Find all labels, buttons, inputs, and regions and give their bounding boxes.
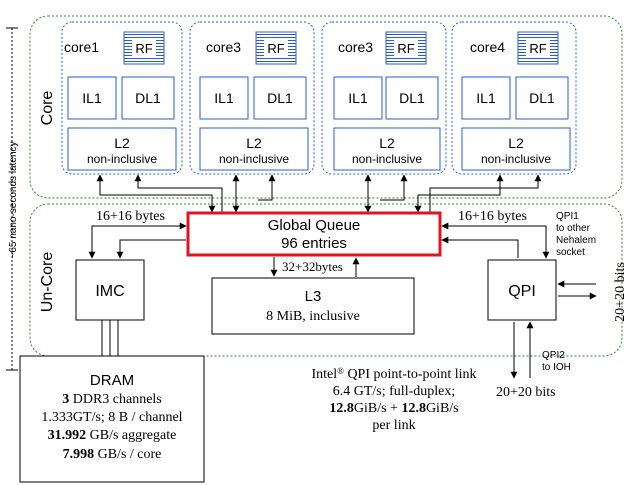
- dl1-cache: [253, 76, 307, 120]
- core-region-label: Core: [39, 91, 56, 126]
- core-tile-1: core1 RF IL1 DL1 L2 non-inclusive: [61, 21, 183, 175]
- bw-right-label: 16+16 bytes: [458, 209, 527, 224]
- bits-bottom-label: 20+20 bits: [496, 385, 556, 400]
- core-name: core4: [470, 39, 505, 55]
- qpi2-links: [510, 321, 534, 379]
- latency-label: ~65 nano-seconds latency: [8, 141, 19, 258]
- dram-line-2: 1.333GT/s; 8 B / channel: [41, 410, 182, 425]
- core-region: [29, 15, 623, 199]
- core-name: core3: [338, 39, 373, 55]
- qpi-note: Intel® QPI point-to-point link 6.4 GT/s;…: [311, 366, 476, 433]
- l2-label: L2: [379, 135, 395, 151]
- core-tile-3: core3 RF IL1 DL1 L2 non-inclusive: [321, 21, 447, 175]
- global-queue-title: Global Queue: [268, 217, 361, 234]
- qpi-note-line-1: Intel® QPI point-to-point link: [311, 366, 476, 382]
- l2-cache: [67, 127, 177, 171]
- dl1-cache: [121, 76, 175, 120]
- dram-line-3: 31.992 GB/s aggregate: [48, 428, 177, 443]
- rf-label: RF: [529, 41, 546, 56]
- svg-text:QPI1: QPI1: [556, 211, 579, 222]
- l2-label: L2: [246, 135, 262, 151]
- l2-cache: [199, 127, 309, 171]
- dram-title: DRAM: [90, 372, 134, 389]
- bw-l3-label: 32+32bytes: [282, 259, 343, 274]
- core-gq-connectors: [96, 174, 542, 213]
- dl1-label: DL1: [399, 90, 425, 106]
- il1-label: IL1: [476, 90, 496, 106]
- uncore-region: [29, 203, 623, 357]
- l2-cache: [461, 127, 571, 171]
- l2-label: L2: [508, 135, 524, 151]
- l2-sub-label: non-inclusive: [87, 152, 157, 166]
- qpi-note-line-4: per link: [372, 418, 415, 433]
- global-queue-entries: 96 entries: [281, 235, 347, 252]
- il1-label: IL1: [82, 90, 102, 106]
- dram-line-4: 7.998 GB/s / core: [63, 447, 162, 462]
- dl1-cache: [515, 76, 569, 120]
- global-queue: [186, 211, 442, 257]
- il1-cache: [333, 76, 383, 120]
- gq-qpi-connector: [441, 222, 550, 259]
- qpi1-links: [557, 280, 597, 300]
- qpi2-label: QPI2 to IOH: [542, 350, 571, 373]
- gq-imc-connector: [88, 222, 187, 259]
- il1-label: IL1: [214, 90, 234, 106]
- il1-cache: [199, 76, 249, 120]
- rf-label: RF: [135, 41, 152, 56]
- il1-label: IL1: [348, 90, 368, 106]
- qpi-note-line-3: 12.8GiB/s + 12.8GiB/s: [329, 401, 458, 416]
- l2-cache: [333, 127, 441, 171]
- core-name: core3: [206, 39, 241, 55]
- l3-cache: [211, 277, 415, 335]
- imc-label: IMC: [95, 283, 124, 300]
- qpi-note-line-2: 6.4 GT/s; full-duplex;: [333, 384, 456, 399]
- l2-sub-label: non-inclusive: [352, 152, 422, 166]
- svg-text:Nehalem: Nehalem: [556, 235, 596, 246]
- svg-text:to other: to other: [556, 223, 591, 234]
- uncore-region-label: Un-Core: [39, 252, 56, 313]
- qpi-block: [487, 259, 557, 321]
- l2-sub-label: non-inclusive: [481, 152, 551, 166]
- core-tile-4: core4 RF IL1 DL1 L2 non-inclusive: [451, 21, 577, 175]
- dl1-cache: [385, 76, 439, 120]
- dram-line-1: 3 DDR3 channels: [62, 392, 162, 407]
- dl1-label: DL1: [529, 90, 555, 106]
- dram-block: [19, 355, 205, 483]
- l3-title: L3: [305, 288, 322, 305]
- latency-indicator: ~65 nano-seconds latency: [6, 27, 19, 371]
- l2-sub-label: non-inclusive: [219, 152, 289, 166]
- rf-label: RF: [267, 41, 284, 56]
- svg-text:socket: socket: [556, 247, 585, 258]
- gq-l3-connector: [270, 257, 360, 277]
- l2-label: L2: [114, 135, 130, 151]
- dl1-label: DL1: [267, 90, 293, 106]
- bits-right-label: 20+20 bits: [613, 262, 628, 322]
- qpi-label: QPI: [508, 283, 536, 300]
- core-tile-2: core3 RF IL1 DL1 L2 non-inclusive: [189, 21, 315, 175]
- qpi1-label: QPI1 to other Nehalem socket: [556, 211, 596, 258]
- l3-sub: 8 MiB, inclusive: [266, 309, 360, 324]
- bw-left-label: 16+16 bytes: [96, 209, 165, 224]
- svg-text:QPI2: QPI2: [542, 350, 565, 361]
- imc-dram-bus: [101, 320, 119, 356]
- rf-label: RF: [397, 41, 414, 56]
- core-name: core1: [64, 39, 99, 55]
- il1-cache: [67, 76, 117, 120]
- il1-cache: [461, 76, 511, 120]
- dl1-label: DL1: [135, 90, 161, 106]
- svg-text:to IOH: to IOH: [542, 362, 571, 373]
